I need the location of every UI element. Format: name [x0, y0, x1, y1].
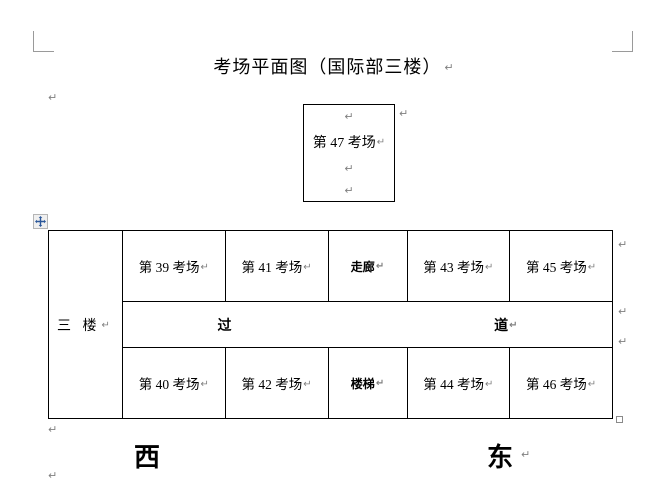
paragraph-mark-below-table-1: ↵ [48, 423, 58, 436]
move-cross-icon [35, 216, 46, 227]
paragraph-mark-floor: ↵ [101, 319, 114, 331]
exam-room-cell-45[interactable]: 第 45 考场↵ [509, 230, 613, 302]
exam-room-label-39: 第 39 考场 [138, 260, 200, 275]
corridor-label: 过 道↵ [218, 315, 518, 335]
floor-plan-table[interactable]: 三 楼↵ 第 39 考场↵ 第 41 考场↵ 走廊↵ 第 43 考场↵ 第 45… [48, 230, 613, 419]
row-end-mark-south: ↵ [618, 335, 628, 348]
paragraph-mark-41: ↵ [303, 262, 312, 273]
paragraph-mark-45: ↵ [587, 262, 597, 273]
exam-room-label-41: 第 41 考场 [241, 260, 303, 275]
exam-room-box-47-content: ↵ 第 47 考场↵ ↵ ↵ [304, 105, 394, 201]
page-margin-mark-top-right [612, 31, 633, 52]
paragraph-mark-corridor: ↵ [509, 319, 518, 331]
compass-label-west: 西 [134, 443, 161, 472]
floor-label-text: 三 楼 [57, 318, 101, 334]
hallway-cell[interactable]: 走廊↵ [327, 230, 408, 302]
table-resize-handle[interactable] [616, 416, 623, 423]
exam-room-cell-40[interactable]: 第 40 考场↵ [122, 347, 226, 419]
exam-room-box-47[interactable]: ↵ 第 47 考场↵ ↵ ↵ [303, 104, 395, 202]
exam-room-cell-41[interactable]: 第 41 考场↵ [224, 230, 329, 302]
table-move-handle[interactable] [33, 214, 48, 229]
paragraph-mark-below-table-2: ↵ [48, 469, 58, 482]
hallway-label: 走廊 [350, 259, 375, 274]
compass-label-east: 东 [487, 443, 514, 472]
row-end-mark-north: ↵ [618, 238, 628, 251]
floor-label-cell[interactable]: 三 楼↵ [48, 230, 123, 419]
table-row-north: 三 楼↵ 第 39 考场↵ 第 41 考场↵ 走廊↵ 第 43 考场↵ 第 45… [48, 230, 613, 419]
paragraph-mark-compass-east: ↵ [521, 448, 531, 461]
paragraph-mark-40: ↵ [200, 379, 209, 390]
stairs-label: 楼梯 [350, 376, 375, 391]
paragraph-mark-beside-topbox: ↵ [399, 107, 409, 120]
paragraph-mark-42: ↵ [303, 379, 312, 390]
paragraph-mark-stairs: ↵ [375, 377, 385, 389]
exam-room-label-40: 第 40 考场 [138, 377, 200, 392]
exam-room-label-43: 第 43 考场 [423, 260, 485, 275]
paragraph-mark-hallway: ↵ [375, 260, 385, 272]
corridor-label-char-2-text: 道 [494, 318, 509, 334]
exam-room-label-47: 第 47 考场↵ [313, 132, 385, 152]
exam-room-label-45: 第 45 考场 [526, 260, 587, 275]
row-end-mark-corridor: ↵ [618, 305, 628, 318]
exam-room-cell-44[interactable]: 第 44 考场↵ [406, 347, 511, 419]
paragraph-mark-44: ↵ [485, 379, 494, 390]
exam-room-cell-43[interactable]: 第 43 考场↵ [406, 230, 511, 302]
exam-room-cell-42[interactable]: 第 42 考场↵ [224, 347, 329, 419]
paragraph-mark-box-below-2: ↵ [344, 184, 354, 197]
paragraph-mark-43: ↵ [485, 262, 494, 273]
paragraph-mark-46: ↵ [587, 379, 597, 390]
table-row-south: 第 40 考场↵ 第 42 考场↵ 楼梯↵ 第 44 考场↵ 第 46 考场↵ [49, 347, 613, 419]
table-row-corridor: 过 道↵ [49, 301, 613, 348]
paragraph-mark-box-below-1: ↵ [344, 162, 354, 175]
stairs-cell[interactable]: 楼梯↵ [327, 347, 408, 419]
paragraph-mark-box-above: ↵ [344, 110, 354, 123]
corridor-label-char-1: 过 [217, 318, 232, 334]
corridor-cell[interactable]: 过 道↵ [122, 301, 613, 348]
exam-room-label-46: 第 46 考场 [526, 377, 587, 392]
exam-room-cell-39[interactable]: 第 39 考场↵ [122, 230, 226, 302]
paragraph-mark-body-1: ↵ [48, 91, 58, 104]
exam-room-label-47-text: 第 47 考场 [312, 136, 376, 151]
exam-room-cell-46[interactable]: 第 46 考场↵ [509, 347, 613, 419]
paragraph-mark-39: ↵ [200, 262, 209, 273]
page-margin-mark-top-left [33, 31, 54, 52]
page-title: 考场平面图（国际部三楼）↵ [0, 53, 668, 79]
exam-room-label-44: 第 44 考场 [423, 377, 485, 392]
paragraph-mark-room-47: ↵ [376, 137, 386, 148]
exam-room-label-42: 第 42 考场 [241, 377, 303, 392]
page-title-text: 考场平面图（国际部三楼） [213, 57, 442, 77]
paragraph-mark-title: ↵ [444, 61, 455, 74]
corridor-label-char-2: 道↵ [494, 315, 517, 335]
